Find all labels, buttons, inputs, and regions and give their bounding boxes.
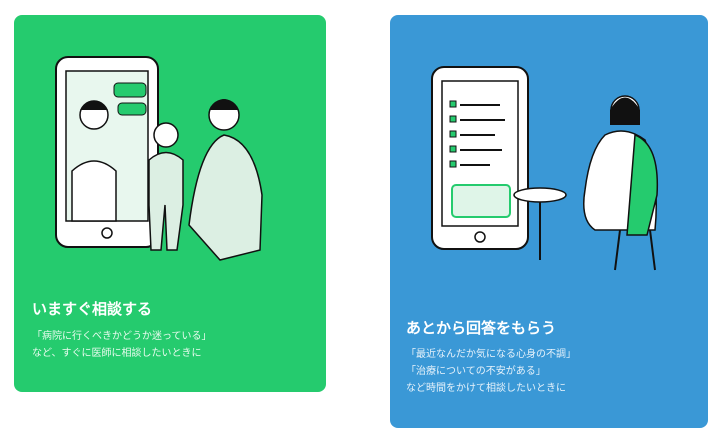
consult-now-card[interactable]: いますぐ相談する 「病院に行くべきかどうか迷っている」 など、すぐに医師に相談し… (14, 15, 326, 392)
card-title: あとから回答をもらう (406, 319, 557, 337)
card-description: 「最近なんだか気になる心身の不調」 「治療についての不安がある」 など時間をかけ… (406, 346, 576, 397)
desc-line: 「最近なんだか気になる心身の不調」 (406, 349, 576, 360)
card-title: いますぐ相談する (32, 300, 153, 318)
answer-later-card[interactable]: あとから回答をもらう 「最近なんだか気になる心身の不調」 「治療についての不安が… (390, 15, 708, 428)
card-description: 「病院に行くべきかどうか迷っている」 など、すぐに医師に相談したいときに (32, 328, 212, 362)
async-consultation-illustration (431, 66, 659, 271)
video-consultation-illustration (55, 56, 263, 261)
desc-line: など時間をかけて相談したいときに (406, 383, 566, 394)
desc-line: 「病院に行くべきかどうか迷っている」 (32, 331, 212, 342)
desc-line: など、すぐに医師に相談したいときに (32, 348, 202, 359)
desc-line: 「治療についての不安がある」 (406, 366, 546, 377)
